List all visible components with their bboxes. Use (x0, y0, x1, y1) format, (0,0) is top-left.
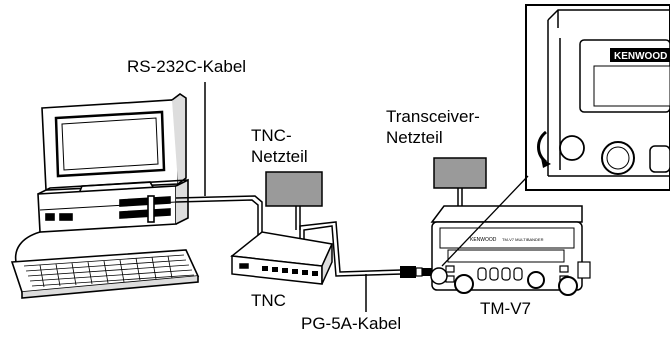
inset-callout (441, 175, 529, 267)
tnc-psu-label-line2: Netzteil (251, 147, 308, 166)
transceiver-psu-label-line2: Netzteil (386, 128, 443, 147)
transceiver-psu-label-line1: Transceiver- (386, 107, 480, 126)
radio-brand: KENWOOD (470, 237, 497, 243)
inset-brand: KENWOOD (614, 51, 667, 62)
inset-panel: KENWOOD (525, 4, 670, 191)
computer (10, 93, 200, 299)
pg5a-connector (400, 266, 423, 278)
tnc-unit (230, 231, 334, 285)
tnc-power-supply (265, 171, 323, 207)
keyboard-keys (23, 254, 195, 288)
tnc-label: TNC (251, 291, 286, 310)
transceiver-power-supply (433, 157, 487, 189)
radio-model: TM-V7 MULTIBANDER (502, 237, 544, 242)
rotate-arrow-icon (541, 158, 551, 168)
tnc-psu-label-line1: TNC- (251, 126, 292, 145)
rs232-cable-label: RS-232C-Kabel (127, 57, 247, 76)
tm-v7-radio (430, 205, 591, 296)
pg5a-cable-label: PG-5A-Kabel (301, 314, 402, 333)
tmv7-label: TM-V7 (480, 299, 531, 318)
